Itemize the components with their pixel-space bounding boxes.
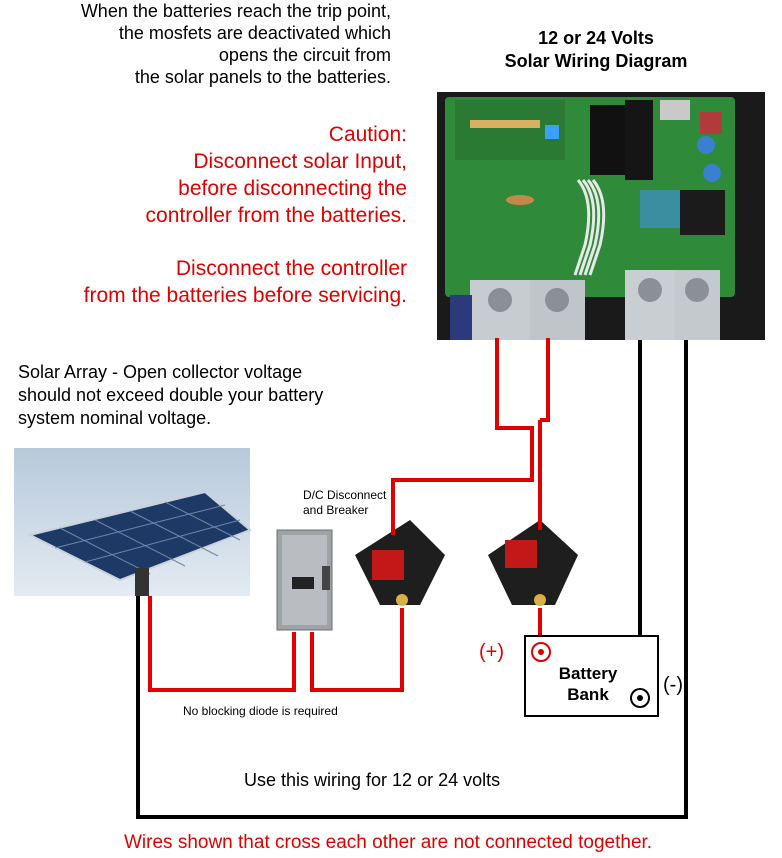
- wiring-note: Use this wiring for 12 or 24 volts: [244, 770, 501, 790]
- caution-line-2: before disconnecting the: [178, 177, 407, 200]
- solar-array-note: Solar Array - Open collector voltage sho…: [18, 361, 323, 430]
- title-line-2: Solar Wiring Diagram: [504, 51, 688, 71]
- service-caution-block: Disconnect the controller from the batte…: [20, 255, 407, 309]
- caution-line-1: Disconnect solar Input,: [193, 150, 407, 173]
- positive-terminal-icon: [531, 642, 551, 662]
- negative-terminal-icon: [630, 688, 650, 708]
- trip-note-line-3: opens the circuit from: [218, 45, 391, 65]
- solar-note-line-3: system nominal voltage.: [18, 408, 212, 428]
- battery-line-1: Battery: [558, 664, 618, 683]
- title-line-1: 12 or 24 Volts: [538, 28, 654, 48]
- circuit-breaker-1: [355, 520, 445, 606]
- battery-line-2: Bank: [567, 685, 609, 704]
- disconnect-label-line-1: D/C Disconnect: [303, 488, 387, 502]
- caution-line-3: controller from the batteries.: [145, 204, 407, 227]
- battery-bank-label: Battery Bank: [548, 663, 628, 705]
- positive-wires: [148, 338, 550, 692]
- solar-panel: [14, 448, 252, 596]
- solar-note-line-1: Solar Array - Open collector voltage: [18, 362, 303, 382]
- battery-bank: [524, 635, 659, 717]
- disconnect-label: D/C Disconnect and Breaker: [303, 488, 393, 518]
- trip-note-line-4: the solar panels to the batteries.: [134, 67, 391, 87]
- charge-controller-board: [437, 92, 765, 340]
- diagram-title: 12 or 24 Volts Solar Wiring Diagram: [480, 27, 712, 73]
- trip-note-line-2: the mosfets are deactivated which: [118, 23, 391, 43]
- footer-note: Wires shown that cross each other are no…: [124, 832, 653, 853]
- diode-note: No blocking diode is required: [183, 704, 338, 718]
- negative-label: (-): [663, 674, 683, 696]
- service-line-1: Disconnect the controller: [175, 257, 407, 280]
- solar-note-line-2: should not exceed double your battery: [18, 385, 324, 405]
- caution-heading: Caution:: [328, 123, 407, 146]
- circuit-breaker-2: [488, 520, 578, 606]
- disconnect-label-line-2: and Breaker: [303, 503, 369, 517]
- trip-point-note: When the batteries reach the trip point,…: [20, 0, 391, 88]
- trip-note-line-1: When the batteries reach the trip point,: [80, 1, 391, 21]
- service-line-2: from the batteries before servicing.: [83, 284, 407, 307]
- positive-label: (+): [479, 641, 504, 663]
- caution-block: Caution: Disconnect solar Input, before …: [20, 121, 407, 229]
- dc-disconnect-switch: [276, 529, 333, 631]
